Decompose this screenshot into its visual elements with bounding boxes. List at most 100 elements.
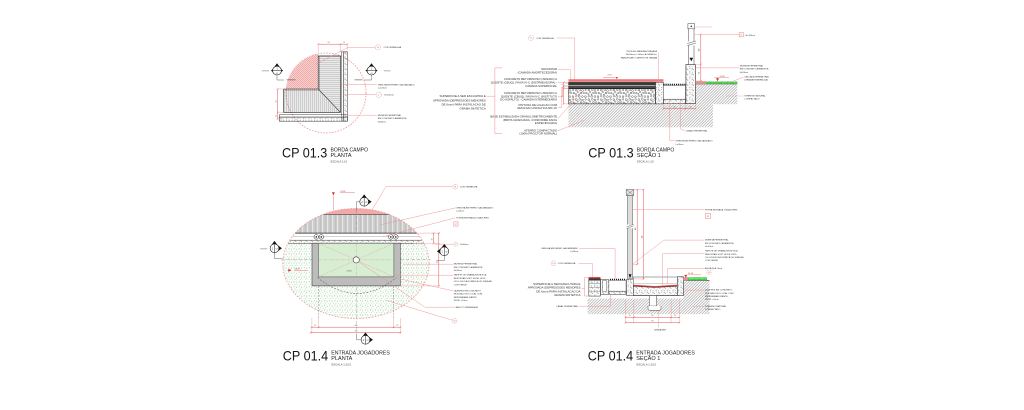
svg-text:06: 06 (454, 321, 456, 323)
svg-text:20: 20 (328, 42, 330, 44)
svg-text:COR VERMELHA: COR VERMELHA (536, 37, 554, 40)
svg-text:24,38: 24,38 (340, 191, 346, 193)
svg-text:CALCADA PERIMETRAL: CALCADA PERIMETRAL (744, 75, 770, 78)
svg-text:ENTRADA JOGADORES: ENTRADA JOGADORES (331, 350, 390, 356)
svg-text:24,38: 24,38 (720, 76, 726, 78)
svg-text:50x20mm, L=60cm A CADA 2m,: 50x20mm, L=60cm A CADA 2m, (626, 53, 658, 56)
svg-text:BASE ESTABILIZADA GRANULOMETRI: BASE ESTABILIZADA GRANULOMETRICAMENTE (490, 114, 557, 118)
svg-text:TAPETE DE GRAMA SINTETICA: TAPETE DE GRAMA SINTETICA (454, 274, 487, 277)
svg-text:PROF. >10cm: PROF. >10cm (705, 298, 719, 301)
svg-text:PORTA ENTRADA JOGADORES: PORTA ENTRADA JOGADORES (705, 209, 738, 212)
svg-text:COR VERMELHA: COR VERMELHA (460, 186, 478, 189)
svg-text:COMPACTADO: COMPACTADO (744, 98, 760, 101)
svg-text:AGUA (H.A. 4cm): AGUA (H.A. 4cm) (705, 267, 722, 270)
svg-text:15: 15 (690, 106, 692, 108)
svg-text:1: 1 (276, 67, 278, 70)
svg-text:DRENAGEM: DRENAGEM (654, 328, 666, 331)
svg-text:L=05cm: L=05cm (456, 211, 464, 213)
svg-text:CP 01.3: CP 01.3 (282, 145, 328, 161)
svg-text:CP 01.3: CP 01.3 (588, 145, 634, 161)
svg-text:GRAMA SINTETICA: GRAMA SINTETICA (554, 293, 580, 297)
svg-text:L=05cm: L=05cm (570, 251, 578, 253)
svg-text:50: 50 (275, 101, 277, 103)
svg-text:GRELHA EM FERRO GALVANIZADO: GRELHA EM FERRO GALVANIZADO (676, 140, 713, 143)
svg-text:QUENTE (CBUQ), FAIXA IV-C (DIS: QUENTE (CBUQ), FAIXA IV-C (DISTRIBUIDORA… (491, 80, 557, 84)
svg-text:LAJE/PES EM CONCRETO: LAJE/PES EM CONCRETO (454, 289, 481, 292)
svg-text:ESCALA 1:10.5: ESCALA 1:10.5 (332, 363, 352, 367)
svg-text:H=100cm: H=100cm (384, 95, 394, 97)
svg-text:CP 01.4: CP 01.4 (588, 348, 634, 364)
svg-text:OU U-1600 DA FORMICA OU SIMILA: OU U-1600 DA FORMICA OU SIMILAR, (705, 256, 744, 259)
svg-text:90: 90 (651, 320, 653, 322)
svg-text:TERRENO NATURAL: TERRENO NATURAL (744, 94, 766, 97)
svg-text:MOLDADO NO LOCAL COM: MOLDADO NO LOCAL COM (705, 292, 734, 295)
svg-text:REKORTAN SOFT SLIDE 13/15,: REKORTAN SOFT SLIDE 13/15, (454, 277, 486, 280)
svg-text:PLANTA: PLANTA (331, 356, 353, 362)
svg-text:(BRITA GRADUADA, CONFORME FAIX: (BRITA GRADUADA, CONFORME FAIXA (503, 118, 557, 122)
svg-text:RALO P/ DRENAGEM: RALO P/ DRENAGEM (456, 306, 478, 309)
svg-text:H=60cm: H=60cm (378, 121, 386, 123)
svg-text:2: 2 (363, 339, 365, 342)
svg-text:BP: BP (707, 216, 710, 218)
svg-text:04: 04 (377, 47, 379, 49)
svg-text:BORDA CAMPO: BORDA CAMPO (637, 147, 675, 153)
svg-text:60: 60 (651, 315, 653, 317)
svg-text:REKORTAN SOFT SLIDE 13/15,: REKORTAN SOFT SLIDE 13/15, (705, 253, 737, 256)
svg-text:5: 5 (562, 84, 564, 85)
svg-text:H=100cm: H=100cm (746, 35, 756, 37)
svg-text:(100% PROCTOR NORMAL): (100% PROCTOR NORMAL) (519, 132, 557, 136)
svg-text:DE 6mm) PARA INSTALACAO DE: DE 6mm) PARA INSTALACAO DE (442, 102, 486, 106)
svg-text:1: 1 (442, 250, 444, 253)
svg-text:15: 15 (629, 315, 631, 317)
svg-text:EM CONCRETO APARENTE,: EM CONCRETO APARENTE, (378, 117, 407, 120)
svg-text:COR VERMELHA: COR VERMELHA (558, 262, 576, 265)
svg-text:QUENTE (CBUQ), FAIXA IV-C (INS: QUENTE (CBUQ), FAIXA IV-C (INSTITUTO (501, 94, 558, 98)
svg-text:H=20cm: H=20cm (454, 270, 462, 272)
svg-text:PROF. >10cm: PROF. >10cm (454, 299, 468, 302)
svg-text:ENTRADA JOGADORES: ENTRADA JOGADORES (636, 350, 695, 356)
svg-text:H=20cm: H=20cm (740, 72, 748, 74)
svg-text:MOLDADO NO LOCAL COM: MOLDADO NO LOCAL COM (454, 293, 483, 296)
svg-text:100: 100 (699, 49, 701, 52)
svg-text:24,38: 24,38 (688, 273, 694, 275)
svg-text:(CAMADA AMORTECEDORA): (CAMADA AMORTECEDORA) (518, 71, 557, 75)
svg-text:03: 03 (371, 73, 373, 75)
svg-text:CP: CP (445, 251, 448, 253)
svg-text:COMPACTADO: COMPACTADO (705, 308, 721, 311)
svg-text:100: 100 (355, 325, 358, 327)
svg-text:MURETA PERIMETRAL: MURETA PERIMETRAL (454, 263, 478, 266)
svg-text:110: 110 (641, 236, 643, 239)
svg-text:15: 15 (343, 42, 345, 44)
svg-text:L=05cm: L=05cm (676, 144, 684, 146)
svg-text:EM CONCRETO APARENTE,: EM CONCRETO APARENTE, (454, 266, 483, 269)
svg-text:07: 07 (378, 94, 380, 96)
svg-text:PARA FIXAR O TAPETE DE GRAMA: PARA FIXAR O TAPETE DE GRAMA (621, 56, 658, 59)
svg-text:TERRENO NATURAL: TERRENO NATURAL (705, 305, 727, 308)
svg-text:(GRAMA ESMERALDA): (GRAMA ESMERALDA) (744, 79, 768, 82)
svg-text:15: 15 (396, 325, 398, 327)
svg-text:IMPERMEABILIZANTE,: IMPERMEABILIZANTE, (705, 295, 729, 298)
svg-text:GRELHA EM FERRO GALVANIZADO: GRELHA EM FERRO GALVANIZADO (456, 206, 493, 209)
svg-text:EMULSAO ASFALTICA RR-1C: EMULSAO ASFALTICA RR-1C (517, 106, 557, 110)
svg-text:04: 04 (553, 263, 555, 265)
svg-text:PORTA ENTRADA JOGADORES: PORTA ENTRADA JOGADORES (456, 217, 489, 220)
svg-text:15: 15 (674, 315, 676, 317)
svg-text:60: 60 (699, 72, 701, 74)
svg-text:CANAL PERIMETRAL: CANAL PERIMETRAL (686, 129, 709, 132)
svg-text:PECA DE MADEIRA TRATADA: PECA DE MADEIRA TRATADA (627, 50, 658, 53)
svg-text:OU U-160 DA FORMULA OU SIMILAR: OU U-160 DA FORMULA OU SIMILAR, (454, 280, 493, 283)
svg-text:100: 100 (635, 228, 637, 231)
svg-text:40: 40 (673, 106, 675, 108)
svg-text:MURETA PERIMETRAL: MURETA PERIMETRAL (378, 114, 402, 117)
svg-text:BORDA CAMPO: BORDA CAMPO (331, 147, 369, 153)
svg-text:ESCALA 1:10: ESCALA 1:10 (331, 160, 348, 164)
svg-text:CONCRETO BETUMINOSO USINADO A: CONCRETO BETUMINOSO USINADO A (504, 77, 557, 81)
svg-text:15: 15 (314, 325, 316, 327)
svg-text:DE 6mm) PARA INSTALACAO DA: DE 6mm) PARA INSTALACAO DA (536, 289, 580, 293)
svg-text:PINTURA DE LIGACAO COM: PINTURA DE LIGACAO COM (519, 103, 558, 107)
svg-text:EM CONCRETO APARENTE,: EM CONCRETO APARENTE, (705, 242, 734, 245)
svg-text:04: 04 (530, 38, 532, 40)
svg-text:15: 15 (275, 115, 277, 117)
svg-text:MURETA PERIMETRAL: MURETA PERIMETRAL (740, 65, 764, 68)
svg-text:SHOCKPAD: SHOCKPAD (541, 67, 557, 71)
